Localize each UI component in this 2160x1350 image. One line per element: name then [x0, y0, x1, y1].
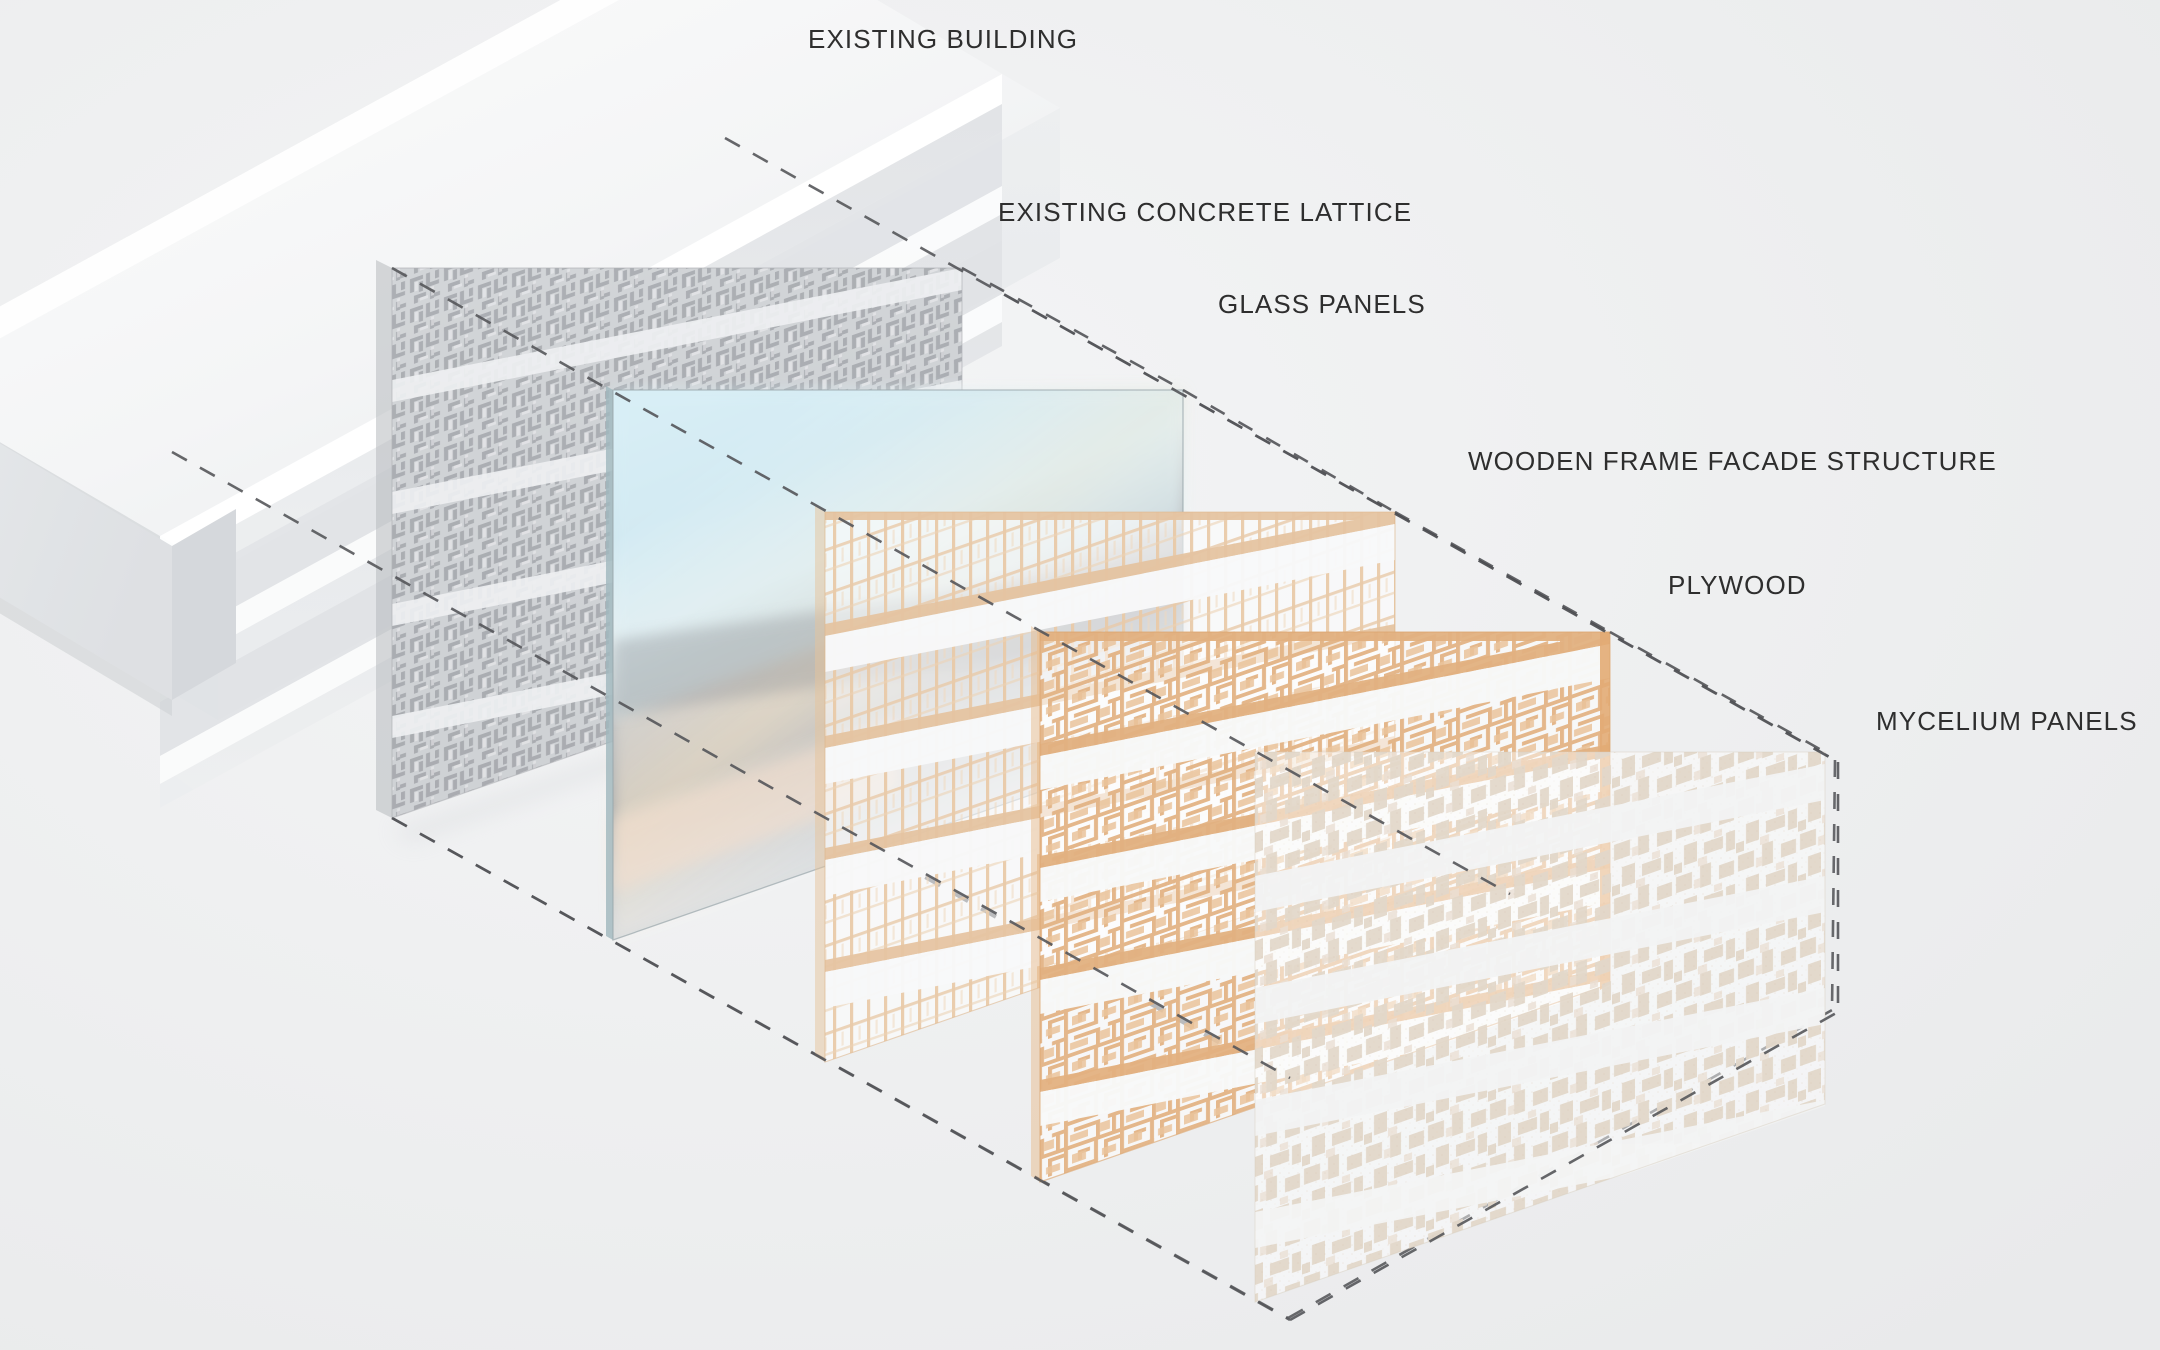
building-corner-block [0, 443, 172, 700]
layer-mycelium-panels [1254, 751, 1826, 1303]
label-mycelium-panels: MYCELIUM PANELS [1876, 706, 2138, 736]
concrete-left-return [376, 260, 392, 818]
glass-left-edge [606, 386, 613, 940]
label-wooden-frame-facade-structure: WOODEN FRAME FACADE STRUCTURE [1468, 446, 1997, 476]
label-existing-concrete-lattice: EXISTING CONCRETE LATTICE [998, 197, 1413, 227]
wood-left-return [815, 506, 825, 1062]
explosion-guide-lines-front [171, 136, 1840, 1322]
building-corner-return [172, 509, 236, 700]
label-glass-panels: GLASS PANELS [1218, 289, 1426, 319]
plywood-left-return [1031, 626, 1040, 1182]
guide-ticks [961, 266, 1826, 754]
label-existing-building: EXISTING BUILDING [808, 24, 1079, 54]
label-plywood: PLYWOOD [1668, 570, 1807, 600]
mycelium-outline [1254, 751, 1826, 1303]
building-fascia [0, 0, 619, 339]
mycelium-pattern [1255, 752, 1825, 1302]
building-corner-base [0, 597, 172, 716]
